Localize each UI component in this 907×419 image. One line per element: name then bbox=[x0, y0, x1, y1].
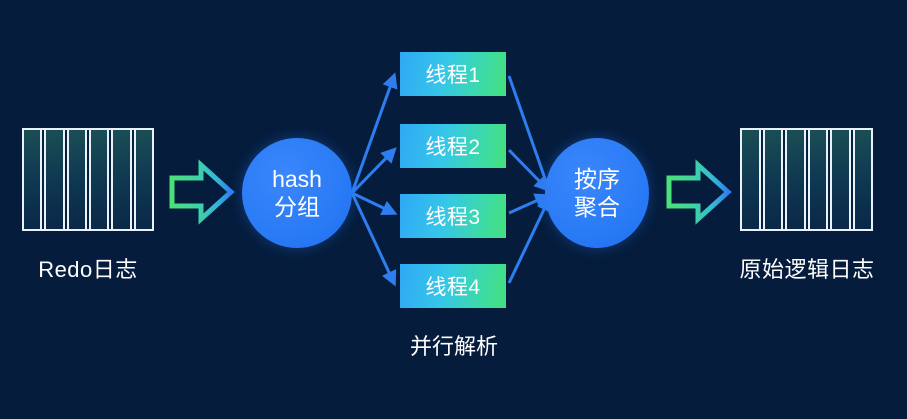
connector-hash-to-thread-3 bbox=[351, 191, 398, 216]
log-column bbox=[66, 130, 87, 229]
thread-box-3[interactable]: 线程3 bbox=[400, 194, 506, 238]
thread-box-2-label: 线程2 bbox=[425, 136, 481, 159]
connector-thread-1-to-merge bbox=[507, 75, 553, 194]
log-column bbox=[830, 130, 851, 229]
green-right-arrow-icon-left bbox=[169, 159, 235, 225]
log-column bbox=[785, 130, 806, 229]
log-column bbox=[24, 130, 43, 229]
output-log-stack bbox=[740, 128, 873, 231]
output-log-caption: 原始逻辑日志 bbox=[739, 257, 875, 282]
fanout-connectors bbox=[350, 72, 398, 287]
fanin-connectors bbox=[507, 75, 553, 284]
thread-box-4[interactable]: 线程4 bbox=[400, 264, 506, 308]
log-column bbox=[762, 130, 783, 229]
connector-hash-to-thread-1 bbox=[350, 72, 398, 194]
log-column bbox=[807, 130, 828, 229]
parallel-parsing-label: 并行解析 bbox=[409, 334, 498, 359]
log-column bbox=[852, 130, 871, 229]
node-hash-line2: 分组 bbox=[274, 194, 320, 220]
connector-thread-4-to-merge bbox=[507, 195, 552, 284]
thread-box-1[interactable]: 线程1 bbox=[400, 52, 506, 96]
green-right-arrow-icon-right bbox=[666, 159, 732, 225]
input-log-caption: Redo日志 bbox=[38, 257, 138, 282]
log-column bbox=[88, 130, 110, 229]
thread-box-1-label: 线程1 bbox=[425, 64, 481, 87]
log-column bbox=[133, 130, 152, 229]
thread-box-3-label: 线程3 bbox=[425, 206, 481, 229]
input-log-stack bbox=[22, 128, 154, 231]
connector-hash-to-thread-4 bbox=[350, 192, 397, 287]
connector-hash-to-thread-2 bbox=[350, 147, 397, 195]
node-merge-line1: 按序 bbox=[574, 165, 620, 192]
log-column bbox=[44, 130, 65, 229]
log-column bbox=[111, 130, 132, 229]
node-ordered-merge[interactable]: 按序 聚合 bbox=[545, 138, 649, 248]
log-column bbox=[742, 130, 761, 229]
thread-box-2[interactable]: 线程2 bbox=[400, 124, 506, 168]
connector-thread-3-to-merge bbox=[508, 193, 551, 215]
node-merge-line2: 聚合 bbox=[574, 194, 620, 220]
thread-box-4-label: 线程4 bbox=[425, 276, 481, 299]
node-hash-grouping[interactable]: hash 分组 bbox=[242, 138, 352, 248]
connector-thread-2-to-merge bbox=[507, 148, 550, 192]
node-hash-line1: hash bbox=[272, 165, 322, 192]
